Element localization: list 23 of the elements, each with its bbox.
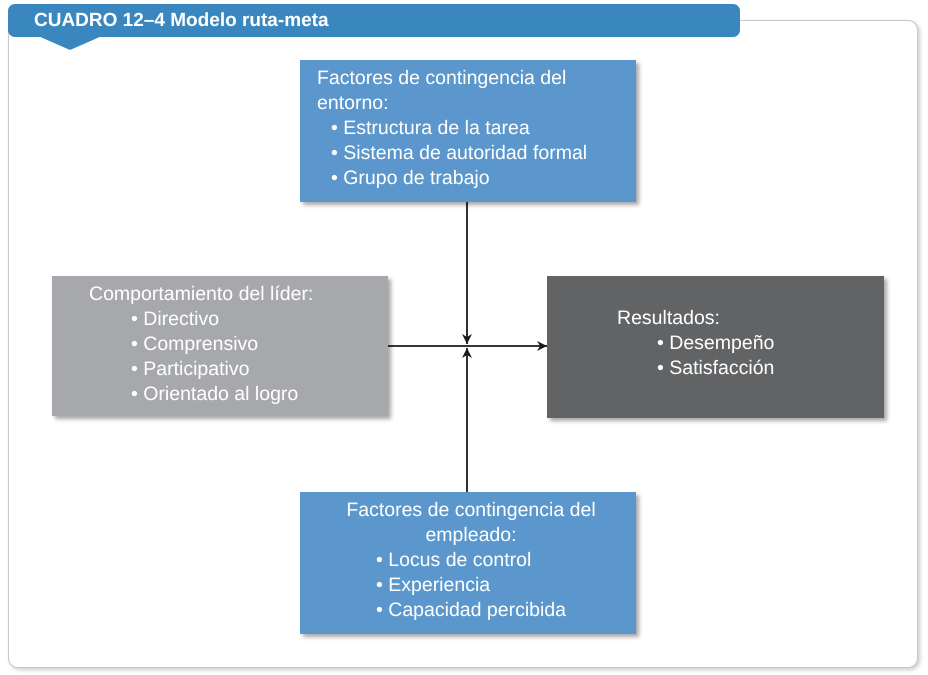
bullet-item: • Orientado al logro [131, 382, 300, 407]
box-heading: Factores de contingencia del empleado: [345, 498, 597, 548]
bullet-item: • Directivo [131, 307, 220, 332]
bullet-item: • Desempeño [657, 331, 776, 356]
bullet-item: • Experiencia [376, 573, 492, 598]
box-heading: Factores de contingencia del entorno: [317, 66, 568, 116]
bullet-item: • Grupo de trabajo [331, 166, 491, 191]
arrow [462, 348, 472, 492]
box-heading: Comportamiento del líder: [89, 282, 314, 307]
bullet-item: • Estructura de la tarea [331, 116, 531, 141]
bullet-item: • Participativo [131, 357, 250, 382]
text-box [300, 492, 636, 634]
box-heading: Resultados: [617, 306, 721, 331]
bullet-item: • Satisfacción [657, 356, 776, 381]
text-box [52, 276, 388, 416]
text-box [300, 60, 636, 202]
arrow [388, 341, 547, 351]
text-box [547, 276, 884, 418]
arrow [462, 202, 472, 344]
bullet-item: • Capacidad percibida [376, 598, 568, 623]
bullet-item: • Locus de control [376, 548, 532, 573]
bullet-item: • Comprensivo [131, 332, 260, 357]
bullet-item: • Sistema de autoridad formal [331, 141, 588, 166]
